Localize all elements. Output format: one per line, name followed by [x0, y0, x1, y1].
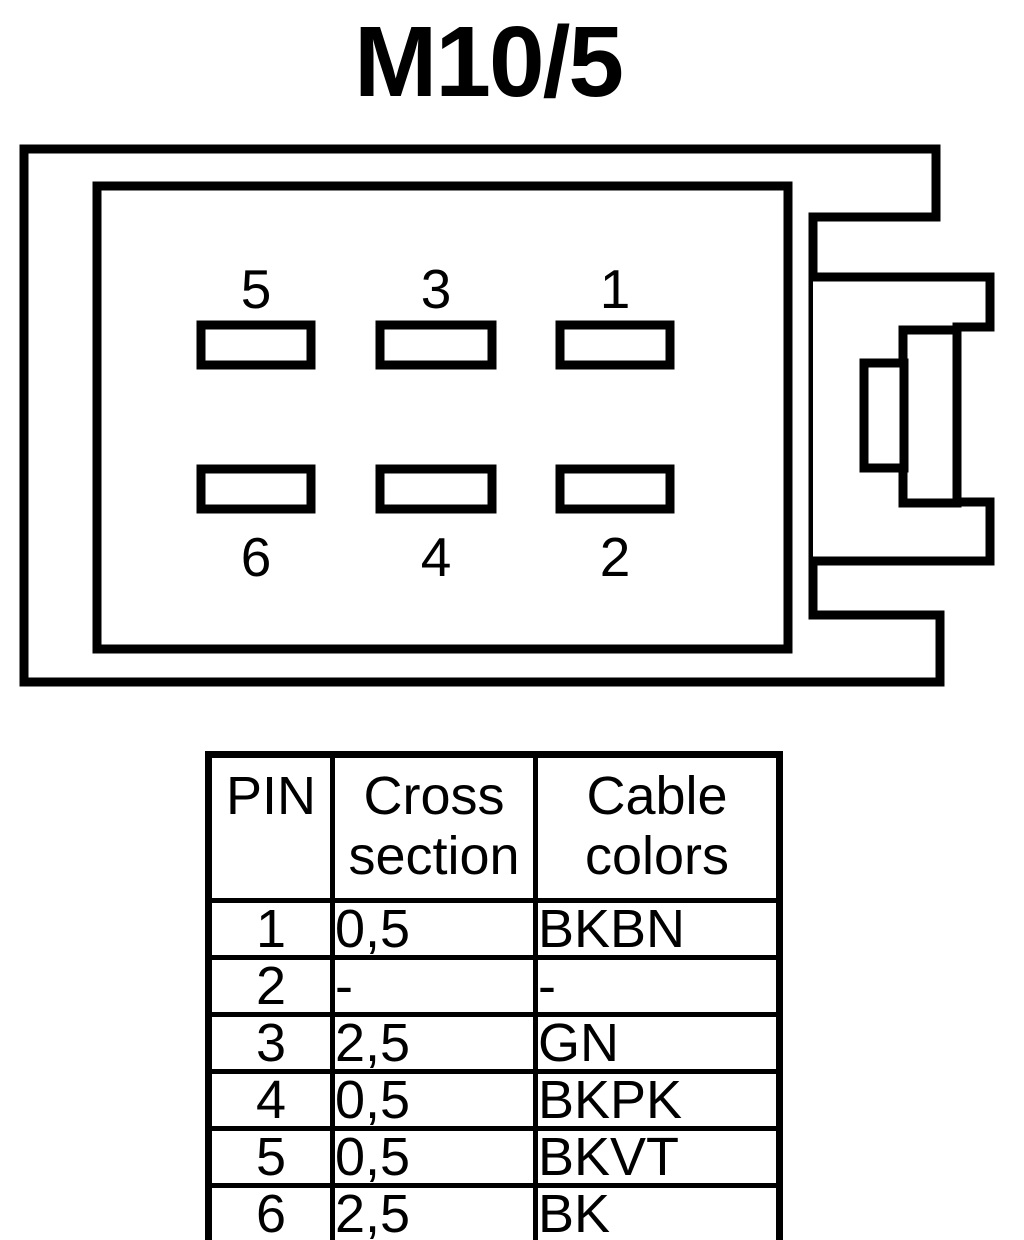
- cell-cross: 2,5: [330, 1012, 538, 1074]
- pin-label-3: 3: [421, 258, 452, 320]
- header-cable-colors: Cable colors: [533, 752, 782, 903]
- latch-tab-large: [898, 325, 962, 508]
- cell-pin: 1: [206, 898, 335, 960]
- table-row: 2 - -: [206, 955, 782, 1017]
- cell-cross: 0,5: [330, 898, 538, 960]
- cell-color: BKPK: [533, 1069, 782, 1131]
- pin-slot-3: [375, 320, 497, 370]
- header-pin: PIN: [206, 752, 335, 903]
- cell-pin: 6: [206, 1183, 335, 1240]
- pin-label-6: 6: [241, 526, 272, 588]
- header-cross-section: Cross section: [330, 752, 538, 903]
- pin-label-1: 1: [600, 258, 631, 320]
- cell-pin: 3: [206, 1012, 335, 1074]
- table-row: 6 2,5 BK: [206, 1183, 782, 1240]
- connector-diagram: M10/5 5 3 1 6 4 2: [19, 6, 995, 687]
- header-cross-line1: Cross: [363, 766, 505, 826]
- cell-cross: 2,5: [330, 1183, 538, 1240]
- cell-color: -: [533, 955, 782, 1017]
- pin-slot-6: [196, 464, 316, 514]
- cell-cross: 0,5: [330, 1126, 538, 1188]
- cell-cross: -: [330, 955, 538, 1017]
- pin-label-2: 2: [600, 526, 631, 588]
- cell-pin: 4: [206, 1069, 335, 1131]
- cell-cross: 0,5: [330, 1069, 538, 1131]
- cell-color: BKVT: [533, 1126, 782, 1188]
- cell-pin: 5: [206, 1126, 335, 1188]
- cell-pin: 2: [206, 955, 335, 1017]
- pin-label-5: 5: [241, 258, 272, 320]
- pin-slot-2: [555, 464, 675, 514]
- pin-slot-4: [375, 464, 497, 514]
- header-cable-line1: Cable: [586, 766, 728, 826]
- pin-table: PIN Cross section Cable colors 1 0,5 BKB…: [205, 751, 783, 1240]
- pin-slot-1: [555, 320, 675, 370]
- pin-slot-5: [196, 320, 316, 370]
- pin-table-header-row: PIN Cross section Cable colors: [206, 752, 782, 903]
- connector-cavity: [92, 181, 793, 654]
- cell-color: BK: [533, 1183, 782, 1240]
- header-cross-line2: section: [348, 826, 520, 886]
- table-row: 1 0,5 BKBN: [206, 898, 782, 960]
- header-pin-label: PIN: [225, 766, 317, 826]
- pin-label-4: 4: [421, 526, 452, 588]
- table-row: 3 2,5 GN: [206, 1012, 782, 1074]
- table-row: 5 0,5 BKVT: [206, 1126, 782, 1188]
- latch-tab-small: [859, 358, 909, 473]
- connector-title: M10/5: [354, 6, 622, 118]
- header-cable-line2: colors: [584, 826, 730, 886]
- cell-color: BKBN: [533, 898, 782, 960]
- table-row: 4 0,5 BKPK: [206, 1069, 782, 1131]
- cell-color: GN: [533, 1012, 782, 1074]
